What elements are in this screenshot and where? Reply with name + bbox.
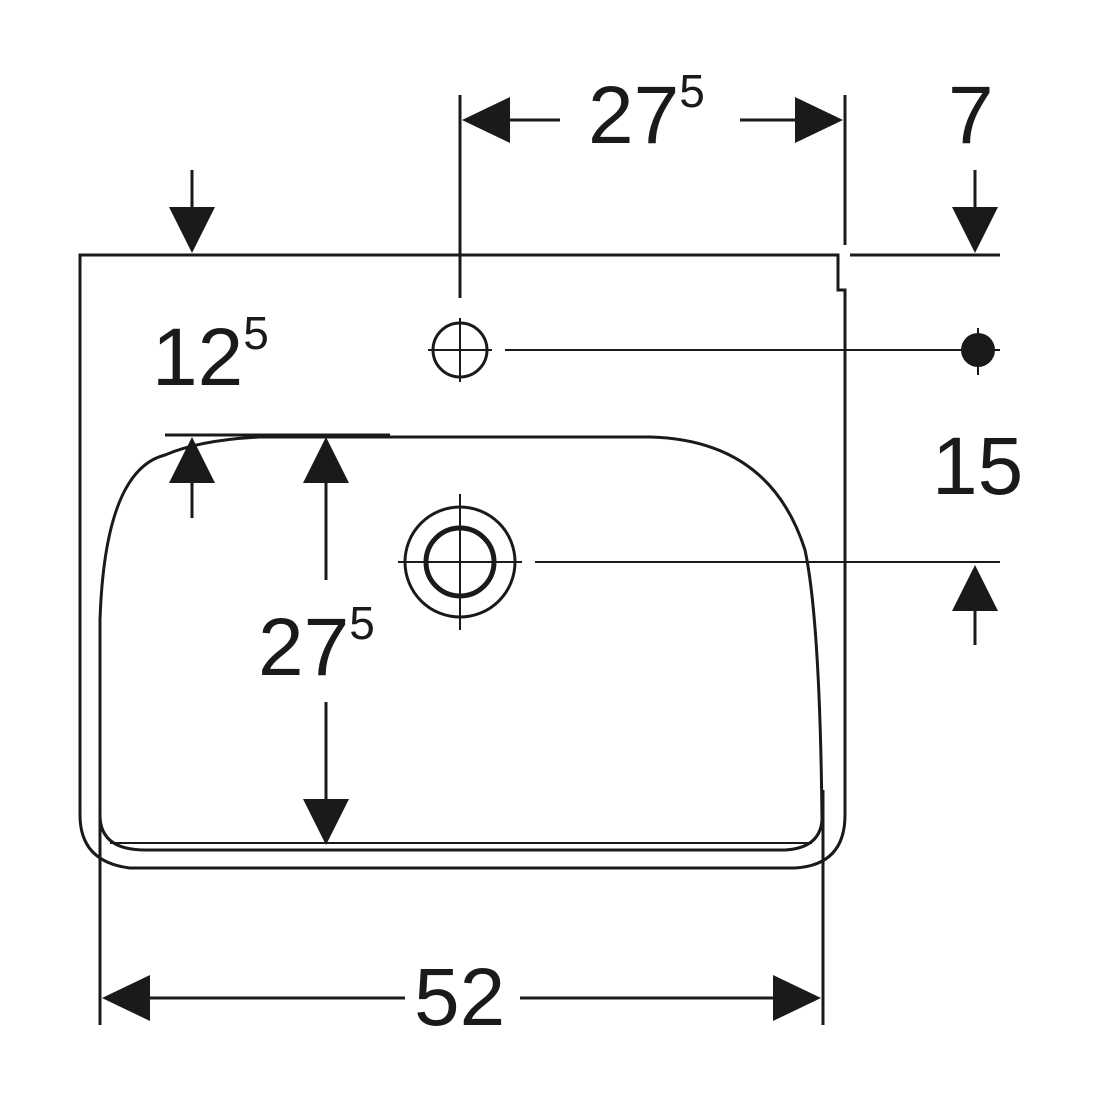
overall-width-dimension <box>98 790 825 1025</box>
basin-bowl <box>98 435 824 852</box>
top-width-label: 275 <box>588 65 705 161</box>
overall-width-label: 52 <box>414 952 505 1043</box>
top-width-dimension <box>458 95 847 298</box>
top-offset-dimension <box>850 170 1000 257</box>
left-top-arrow <box>169 170 215 253</box>
tap-hole <box>428 318 965 382</box>
left-depth-label: 125 <box>152 307 269 403</box>
drain-hole <box>398 494 1000 630</box>
drain-offset-dimension <box>952 565 998 645</box>
left-depth-arrow <box>169 437 215 518</box>
basin-outline <box>78 253 847 870</box>
top-offset-label: 7 <box>948 70 994 161</box>
drain-offset-label: 15 <box>932 421 1023 512</box>
reference-dot <box>958 328 1000 375</box>
bowl-depth-dimension <box>303 437 349 845</box>
bowl-depth-label: 275 <box>258 597 375 693</box>
